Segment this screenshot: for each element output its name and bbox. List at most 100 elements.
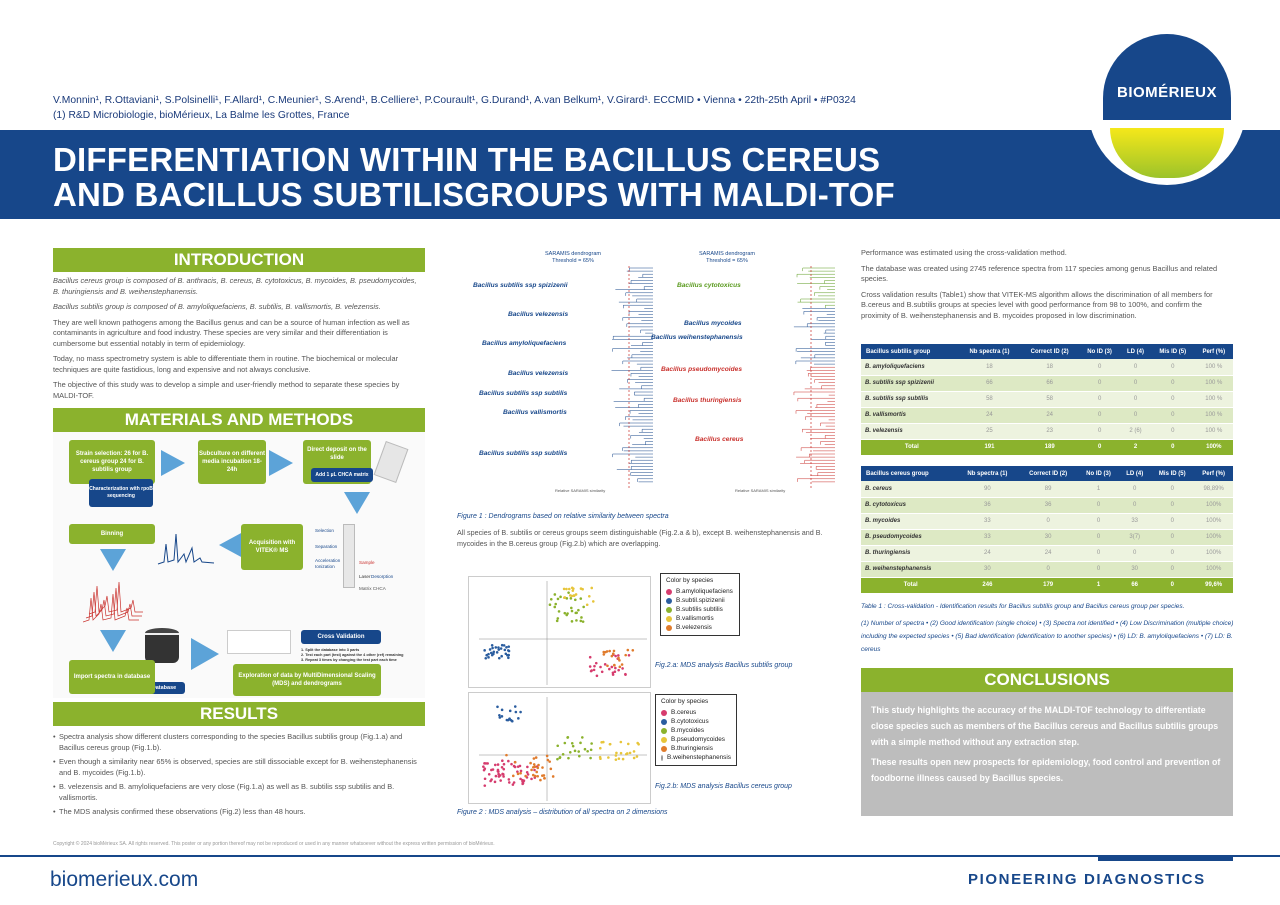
mds-point bbox=[496, 705, 499, 709]
mds-point bbox=[507, 781, 511, 784]
mds-point bbox=[498, 774, 502, 777]
mds-point bbox=[497, 648, 501, 651]
footer-tab bbox=[1098, 855, 1233, 861]
conclusions-heading: CONCLUSIONS bbox=[861, 668, 1233, 692]
mds-point bbox=[615, 751, 618, 755]
table-cell: 0 bbox=[1150, 529, 1195, 546]
mds-point bbox=[500, 654, 503, 658]
legend-label: B.weihenstephanensis bbox=[667, 754, 731, 761]
mds-point bbox=[494, 646, 498, 649]
table-cell: Total bbox=[861, 577, 957, 594]
mds-point bbox=[571, 589, 575, 592]
mds-point bbox=[571, 744, 575, 748]
legend-dot-icon bbox=[661, 736, 667, 743]
mds-point bbox=[624, 672, 627, 676]
table-cell: 179 bbox=[1018, 577, 1078, 594]
dendro-a-label: Bacillus subtilis ssp spizizenii bbox=[473, 282, 568, 289]
acquisition-box: Acquisition with VITEK® MS bbox=[241, 524, 303, 570]
dendro-b-label: Bacillus cereus bbox=[695, 436, 744, 443]
mds-b-legend-title: Color by species bbox=[661, 698, 709, 705]
table-cell: 36 bbox=[1018, 497, 1078, 514]
dendro-a-label: Bacillus velezensis bbox=[508, 311, 569, 318]
legend-item: B.mycoides bbox=[661, 726, 731, 735]
website-link[interactable]: biomerieux.com bbox=[50, 868, 199, 891]
mds-point bbox=[507, 645, 511, 648]
mds-point bbox=[498, 716, 502, 719]
mds-point bbox=[619, 751, 623, 755]
table-cell: 0 bbox=[1079, 375, 1121, 392]
mds-point bbox=[556, 757, 559, 761]
mds-point bbox=[507, 778, 511, 781]
mds-point bbox=[490, 644, 494, 647]
mds-point bbox=[526, 765, 529, 769]
arrow-down-icon bbox=[344, 492, 370, 514]
title-bar bbox=[0, 130, 1280, 219]
legend-dot-icon bbox=[666, 606, 672, 613]
mds-point bbox=[490, 653, 494, 657]
mds-point bbox=[594, 661, 598, 665]
table-cell: 30 bbox=[1119, 561, 1151, 578]
table-cell: 36 bbox=[956, 497, 1019, 514]
mds-point bbox=[494, 774, 498, 778]
dendro-b-label: Bacillus mycoides bbox=[684, 320, 742, 327]
table-cell: 0 bbox=[1119, 497, 1151, 514]
table-cell: 23 bbox=[1020, 423, 1080, 440]
table-cell: 0 bbox=[1150, 375, 1195, 392]
table-header-cell: Mis ID (5) bbox=[1150, 466, 1195, 481]
mds-point bbox=[608, 649, 611, 653]
binning-box: Binning bbox=[69, 524, 155, 544]
mds-thumbnail bbox=[227, 630, 291, 654]
table-header-cell: Perf (%) bbox=[1194, 466, 1233, 481]
import-box: Import spectra in database bbox=[69, 660, 155, 694]
mds-point bbox=[492, 650, 496, 654]
mds-point bbox=[497, 646, 500, 649]
tagline: PIONEERING DIAGNOSTICS bbox=[968, 871, 1206, 888]
matrix-box: Add 1 µL CHCA matrix bbox=[311, 468, 373, 482]
methods-diagram: Strain selection: 26 for B. cereus group… bbox=[53, 432, 425, 698]
results-bullet-3: B. velezensis and B. amyloliquefaciens a… bbox=[53, 782, 425, 803]
mds-point bbox=[542, 774, 546, 777]
introduction-heading: INTRODUCTION bbox=[53, 248, 425, 272]
mds-point bbox=[500, 643, 504, 647]
mds-point bbox=[577, 608, 580, 612]
mds-point bbox=[484, 762, 488, 765]
dendro-b-label: Bacillus thuringiensis bbox=[673, 397, 742, 404]
mds-point bbox=[556, 617, 560, 620]
table-cell: 24 bbox=[1020, 407, 1080, 424]
mds-point bbox=[566, 735, 570, 739]
mds-point bbox=[502, 767, 506, 771]
exploration-box: Exploration of data by MultiDimensional … bbox=[233, 664, 381, 696]
table-cell: 0 bbox=[1018, 561, 1078, 578]
results-heading: RESULTS bbox=[53, 702, 425, 726]
mds-point bbox=[567, 587, 571, 591]
mds-point bbox=[483, 784, 487, 787]
mds-plot-a bbox=[468, 576, 651, 688]
mds-point bbox=[516, 770, 519, 773]
table-cell: 0 bbox=[1150, 545, 1195, 562]
table-cell: 24 bbox=[956, 545, 1019, 562]
mds-point bbox=[627, 653, 631, 657]
mds-point bbox=[595, 674, 599, 678]
mds-a-legend-title: Color by species bbox=[666, 577, 714, 584]
table-notes: (1) Number of spectra • (2) Good identif… bbox=[861, 620, 1234, 653]
mds-point bbox=[568, 750, 572, 754]
mds-point bbox=[608, 742, 612, 746]
table-cell: B. subtilis ssp subtilis bbox=[861, 391, 959, 408]
mds-point bbox=[583, 747, 587, 751]
mds-point bbox=[614, 654, 617, 658]
mds-point bbox=[570, 606, 573, 610]
results-bullet-4: The MDS analysis confirmed these observa… bbox=[53, 807, 425, 818]
table-cell: 0 bbox=[1119, 545, 1151, 562]
mds-point bbox=[589, 756, 592, 760]
mds-point bbox=[537, 763, 540, 767]
dendro-a-label: Bacillus subtilis ssp subtilis bbox=[479, 450, 568, 457]
mds-point bbox=[562, 587, 566, 591]
mds-point bbox=[613, 670, 617, 674]
legend-label: B.cereus bbox=[671, 709, 697, 716]
mds-point bbox=[570, 620, 574, 623]
